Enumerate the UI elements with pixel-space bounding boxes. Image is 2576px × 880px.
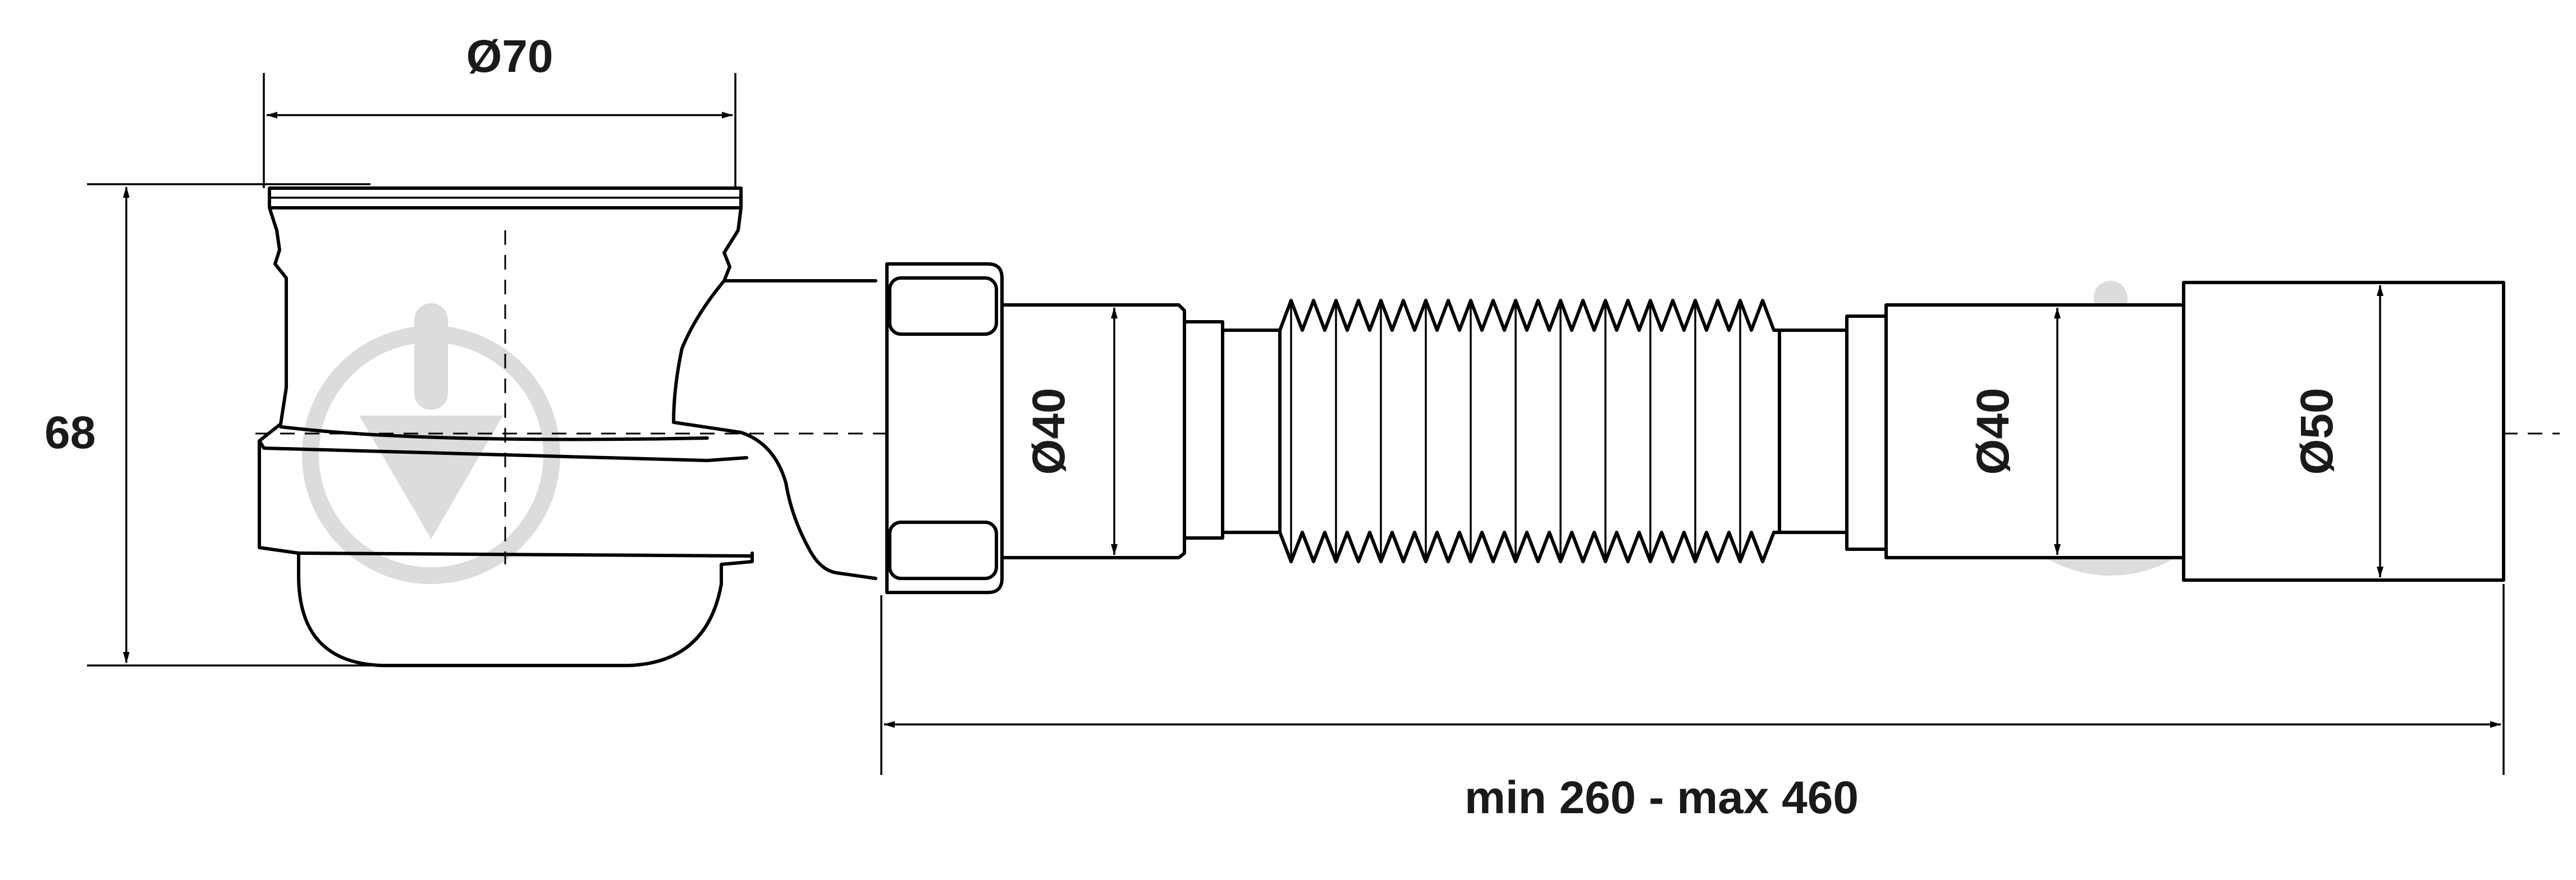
union-nut <box>885 262 1004 594</box>
label-outlet: Ø50 <box>2291 388 2342 475</box>
siphon-body <box>258 186 877 667</box>
coupling-left <box>1183 320 1224 540</box>
outlet-pipe <box>2182 281 2505 582</box>
label-inlet-right: Ø40 <box>1968 388 2019 475</box>
inlet-pipe-right <box>1884 303 2185 559</box>
pipe-right <box>1778 329 1849 534</box>
corrugated-hose <box>1278 299 1781 563</box>
label-inlet-left: Ø40 <box>1023 388 1074 475</box>
label-height: 68 <box>44 407 95 458</box>
label-length-range: min 260 - max 460 <box>1465 772 1859 823</box>
inlet-pipe-left <box>1000 303 1186 559</box>
coupling-right <box>1845 314 1888 551</box>
pipe-left <box>1221 329 1282 534</box>
label-top-width: Ø70 <box>466 31 553 82</box>
